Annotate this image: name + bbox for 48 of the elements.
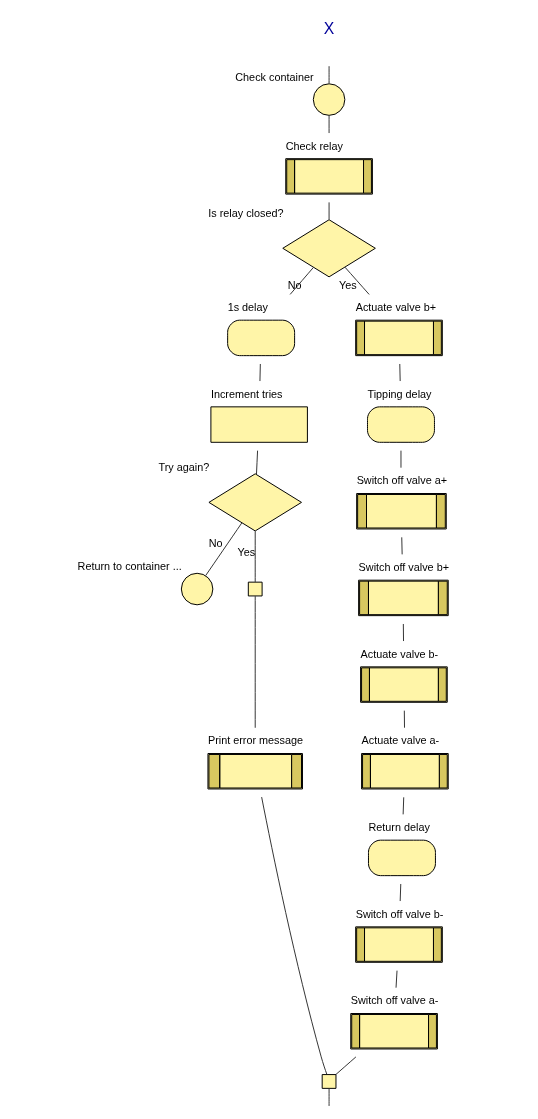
node-label: Actuate valve a- — [361, 734, 440, 747]
node-label: Return delay — [368, 821, 430, 834]
node-box — [321, 1074, 337, 1089]
node-label: Tipping delay — [367, 387, 432, 400]
connector — [402, 796, 405, 815]
connector — [328, 115, 330, 134]
connector — [259, 363, 261, 382]
edge-label: No — [208, 537, 223, 550]
connector — [402, 623, 404, 642]
connector — [254, 595, 256, 729]
node-label: Print error message — [207, 734, 304, 747]
connector — [289, 267, 314, 295]
connector — [399, 363, 401, 382]
node-label: Increment tries — [210, 387, 283, 400]
connector — [344, 266, 370, 295]
connector — [255, 450, 259, 475]
edge-label: No — [287, 279, 302, 292]
node-label: Actuate valve b+ — [355, 301, 437, 314]
node-label: Is relay closed? — [208, 206, 284, 219]
node-circle — [312, 83, 346, 116]
edge-label: Yes — [338, 278, 357, 291]
connector — [328, 201, 330, 220]
connector — [328, 65, 330, 84]
node-diamond — [282, 219, 376, 278]
connector — [205, 522, 243, 577]
edge-label: Yes — [237, 546, 256, 559]
node-label: Switch off valve b- — [355, 907, 444, 920]
connector — [261, 796, 328, 1075]
connector — [401, 536, 403, 555]
node-box — [247, 581, 263, 597]
connector — [335, 1056, 357, 1076]
connector — [399, 883, 402, 902]
connector — [254, 530, 256, 583]
node-label: Switch off valve a- — [350, 994, 439, 1007]
node-label: 1s delay — [227, 301, 268, 314]
node-circle — [180, 572, 214, 606]
label: X — [323, 19, 335, 37]
connector — [328, 1087, 330, 1107]
node-label: Return to container ... — [77, 560, 182, 573]
node-label: Actuate valve b- — [360, 647, 439, 660]
node-label: Try again? — [158, 460, 210, 473]
connector — [403, 710, 405, 729]
node-label: Check container — [235, 70, 314, 83]
node-label: Switch off valve a+ — [356, 474, 448, 487]
connector — [395, 970, 398, 989]
node-diamond — [208, 473, 302, 532]
node-label: Check relay — [285, 139, 343, 152]
node-label: Switch off valve b+ — [358, 561, 450, 574]
